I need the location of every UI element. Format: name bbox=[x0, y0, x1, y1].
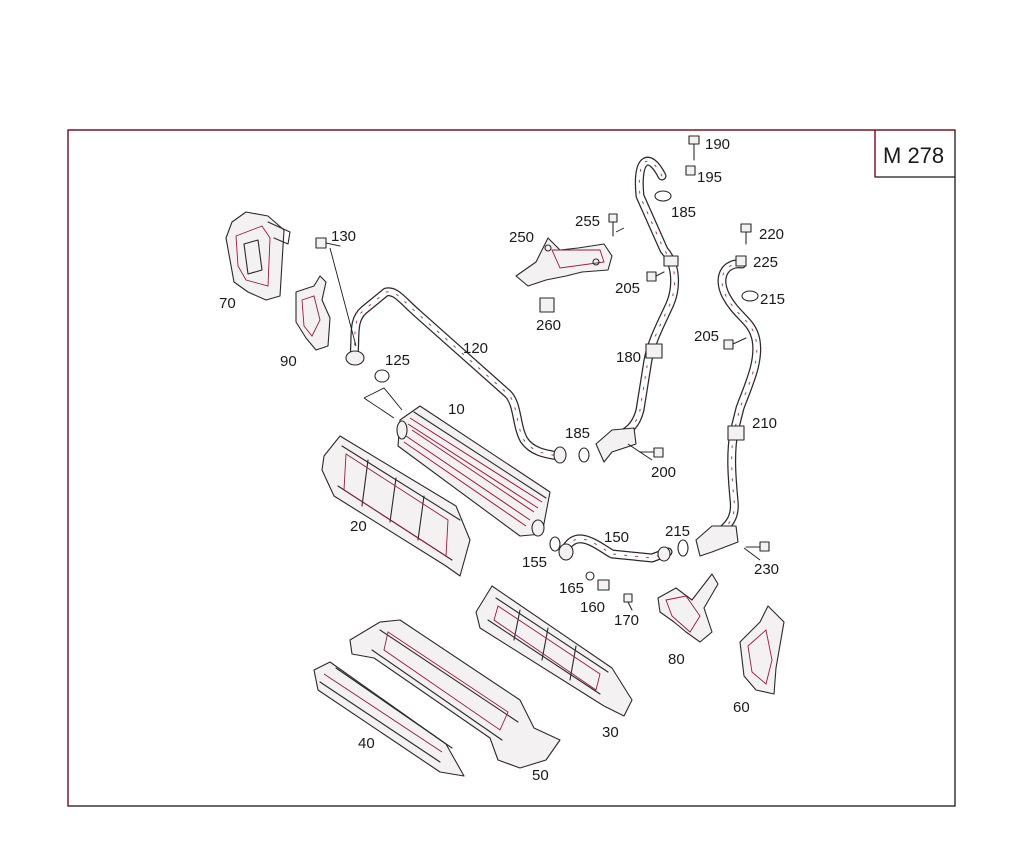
part-125-o-ring[interactable] bbox=[374, 369, 390, 383]
part-50-lower-cover[interactable] bbox=[349, 619, 561, 769]
part-225-clamp[interactable] bbox=[735, 255, 747, 267]
model-box: M 278 bbox=[874, 130, 955, 178]
part-90-bracket[interactable] bbox=[295, 275, 331, 351]
callout-255: 255 bbox=[575, 213, 600, 230]
part-260-nut[interactable] bbox=[539, 297, 555, 313]
callout-10: 10 bbox=[448, 401, 465, 418]
part-20-air-guide[interactable] bbox=[321, 435, 471, 577]
callout-220: 220 bbox=[759, 226, 784, 243]
callout-260: 260 bbox=[536, 317, 561, 334]
part-185-o-ring-top[interactable] bbox=[654, 190, 672, 202]
callout-70: 70 bbox=[219, 295, 236, 312]
callout-215-top: 215 bbox=[760, 291, 785, 308]
callout-155: 155 bbox=[522, 554, 547, 571]
callout-125: 125 bbox=[385, 352, 410, 369]
part-200-bolt[interactable] bbox=[639, 447, 664, 458]
part-180-hose[interactable] bbox=[595, 156, 679, 463]
part-185-o-ring-bottom[interactable] bbox=[578, 447, 590, 463]
callout-230: 230 bbox=[754, 561, 779, 578]
model-label: M 278 bbox=[883, 143, 944, 168]
callout-180: 180 bbox=[616, 349, 641, 366]
part-150-pipe[interactable] bbox=[558, 534, 673, 563]
callout-190: 190 bbox=[705, 136, 730, 153]
part-205-bolt-a[interactable] bbox=[646, 271, 665, 282]
callout-130: 130 bbox=[331, 228, 356, 245]
part-170-bolt[interactable] bbox=[623, 593, 633, 611]
part-155-o-ring[interactable] bbox=[549, 536, 561, 552]
part-130-bolt[interactable] bbox=[315, 237, 341, 249]
part-10-intercooler[interactable] bbox=[396, 405, 551, 537]
callout-120: 120 bbox=[463, 340, 488, 357]
callout-60: 60 bbox=[733, 699, 750, 716]
callout-195: 195 bbox=[697, 169, 722, 186]
callout-40: 40 bbox=[358, 735, 375, 752]
part-40-grille[interactable] bbox=[313, 661, 465, 777]
callout-250: 250 bbox=[509, 229, 534, 246]
callout-200: 200 bbox=[651, 464, 676, 481]
callout-90: 90 bbox=[280, 353, 297, 370]
callout-185-bottom: 185 bbox=[565, 425, 590, 442]
callout-205-right: 205 bbox=[694, 328, 719, 345]
part-205-bolt-b[interactable] bbox=[723, 337, 747, 350]
callout-20: 20 bbox=[350, 518, 367, 535]
part-160-grommet[interactable] bbox=[597, 579, 610, 591]
callout-170: 170 bbox=[614, 612, 639, 629]
part-210-hose[interactable] bbox=[695, 259, 762, 557]
part-30-front-duct[interactable] bbox=[475, 585, 633, 717]
callout-80: 80 bbox=[668, 651, 685, 668]
callout-50: 50 bbox=[532, 767, 549, 784]
part-230-bolt[interactable] bbox=[745, 541, 770, 552]
callout-225: 225 bbox=[753, 254, 778, 271]
callout-185-top: 185 bbox=[671, 204, 696, 221]
callout-30: 30 bbox=[602, 724, 619, 741]
part-195-clamp[interactable] bbox=[685, 165, 696, 176]
part-120-charge-pipe[interactable] bbox=[345, 287, 567, 464]
part-80-bracket[interactable] bbox=[657, 573, 719, 643]
part-215-o-ring-top[interactable] bbox=[741, 290, 759, 302]
part-215-o-ring-bottom[interactable] bbox=[677, 539, 689, 557]
callout-215-bottom: 215 bbox=[665, 523, 690, 540]
part-60-air-duct[interactable] bbox=[739, 605, 785, 695]
part-165-ring[interactable] bbox=[585, 571, 595, 581]
part-220-bolt[interactable] bbox=[740, 223, 752, 245]
callout-150: 150 bbox=[604, 529, 629, 546]
part-255-bolt[interactable] bbox=[608, 213, 618, 237]
part-250-bracket[interactable] bbox=[515, 237, 613, 287]
part-190-bolt[interactable] bbox=[688, 135, 700, 161]
callout-210: 210 bbox=[752, 415, 777, 432]
callout-160: 160 bbox=[580, 599, 605, 616]
callout-205-left: 205 bbox=[615, 280, 640, 297]
part-70-air-duct[interactable] bbox=[225, 211, 291, 301]
callout-165: 165 bbox=[559, 580, 584, 597]
